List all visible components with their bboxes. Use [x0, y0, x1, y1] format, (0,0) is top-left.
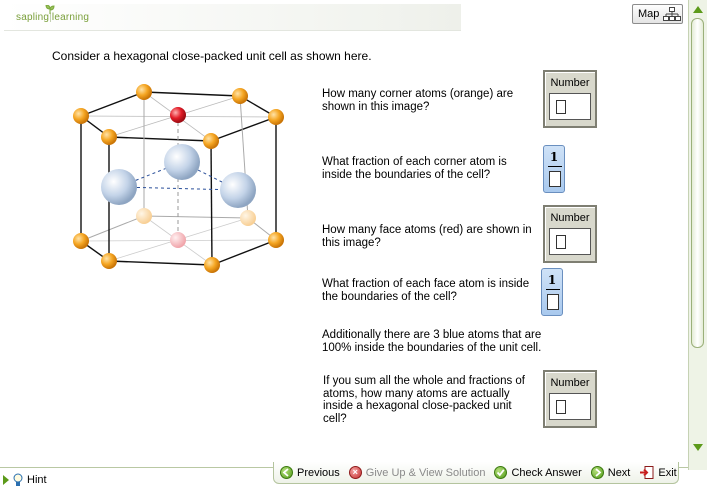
question-corner-atom-fraction: What fraction of each corner atom is ins… — [322, 156, 507, 181]
check-answer-label: Check Answer — [511, 466, 582, 479]
corner-count-input[interactable] — [549, 93, 591, 120]
header-bar: sapling|learning — [4, 4, 461, 31]
total-atoms-input[interactable] — [549, 393, 591, 420]
logo-text-right: learning — [51, 12, 90, 23]
corner-atom — [73, 233, 89, 249]
question-face-atom-fraction: What fraction of each face atom is insid… — [322, 278, 530, 303]
corner-fraction-denominator-input[interactable] — [549, 171, 561, 187]
map-label: Map — [638, 8, 660, 20]
hcp-unit-cell-figure — [73, 84, 284, 273]
face-fraction-answer: 1 — [541, 268, 563, 316]
blue-atoms-note: Additionally there are 3 blue atoms that… — [322, 329, 542, 354]
exit-label: Exit — [658, 466, 677, 479]
arrow-down-icon — [693, 443, 703, 451]
question-prompt: Consider a hexagonal close-packed unit c… — [52, 49, 372, 63]
corner-atom — [240, 210, 256, 226]
face-atom — [170, 107, 186, 123]
total-atoms-answer: Number — [543, 370, 597, 428]
previous-button[interactable]: Previous — [280, 466, 340, 479]
interior-atom — [164, 144, 200, 180]
fraction-numerator: 1 — [549, 150, 559, 164]
corner-atom — [101, 253, 117, 269]
leaf-icon — [45, 5, 55, 14]
navigation-controls: Previous × Give Up & View Solution Check… — [273, 462, 679, 484]
question-corner-atom-count: How many corner atoms (orange) are shown… — [322, 88, 514, 113]
interior-atom — [220, 172, 256, 208]
corner-atom — [73, 108, 89, 124]
back-bottom-atoms — [136, 208, 256, 248]
exit-door-icon — [640, 466, 654, 479]
corner-atom — [268, 232, 284, 248]
face-count-answer: Number — [543, 205, 597, 263]
question-face-atom-count: How many face atoms (red) are shown in t… — [322, 224, 532, 249]
bottom-toolbar: Hint Previous × Give Up & View Solution … — [0, 462, 688, 491]
face-fraction-denominator-input[interactable] — [547, 294, 559, 310]
close-icon: × — [348, 466, 362, 479]
fraction-bar — [548, 166, 562, 167]
triangle-right-icon — [3, 475, 9, 485]
arrow-right-icon — [590, 466, 604, 479]
lightbulb-icon — [13, 473, 23, 486]
input-placeholder-box — [556, 100, 566, 114]
corner-count-answer: Number — [543, 70, 597, 128]
number-label: Number — [550, 377, 590, 389]
hint-label: Hint — [27, 474, 47, 486]
interior-blue-atoms — [101, 144, 256, 208]
face-atom — [170, 232, 186, 248]
logo-separator: | — [49, 12, 52, 23]
fraction-numerator: 1 — [547, 273, 557, 287]
map-button[interactable]: Map — [632, 4, 683, 24]
corner-atom — [136, 84, 152, 100]
hint-button[interactable]: Hint — [3, 470, 47, 490]
top-atoms — [73, 84, 284, 149]
give-up-button[interactable]: × Give Up & View Solution — [348, 466, 486, 479]
exit-button[interactable]: Exit — [639, 466, 677, 479]
corner-atom — [136, 208, 152, 224]
corner-atom — [204, 257, 220, 273]
next-button[interactable]: Next — [590, 466, 631, 479]
front-bottom-atoms — [73, 232, 284, 273]
corner-atom — [203, 133, 219, 149]
next-label: Next — [607, 466, 631, 479]
checkmark-icon — [494, 466, 508, 479]
check-answer-button[interactable]: Check Answer — [494, 466, 582, 479]
vertical-scrollbar[interactable] — [688, 0, 707, 470]
corner-fraction-answer: 1 — [543, 145, 565, 193]
number-label: Number — [550, 212, 590, 224]
input-placeholder-box — [556, 400, 566, 414]
fraction-bar — [546, 289, 560, 290]
sitemap-icon — [663, 7, 682, 21]
number-label: Number — [550, 77, 590, 89]
logo-text-left: sapling — [16, 12, 50, 23]
input-placeholder-box — [556, 235, 566, 249]
previous-label: Previous — [297, 466, 340, 479]
interior-atom — [101, 169, 137, 205]
arrow-left-icon — [280, 466, 293, 479]
corner-atom — [101, 129, 117, 145]
face-count-input[interactable] — [549, 228, 591, 255]
give-up-label: Give Up & View Solution — [365, 466, 486, 479]
arrow-up-icon — [693, 5, 703, 13]
corner-atom — [268, 109, 284, 125]
scroll-thumb[interactable] — [691, 18, 704, 348]
corner-atom — [232, 88, 248, 104]
sapling-learning-logo: sapling|learning — [16, 5, 90, 23]
scroll-up-arrow[interactable] — [689, 2, 707, 16]
scroll-down-arrow[interactable] — [689, 440, 707, 454]
question-total-atoms: If you sum all the whole and fractions o… — [323, 375, 525, 425]
